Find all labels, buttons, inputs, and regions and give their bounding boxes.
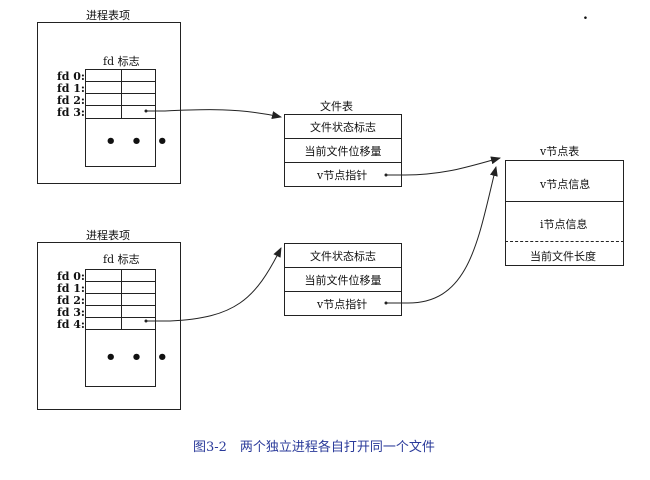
vnode-info: v节点信息 [540,178,591,191]
file-entry2-status-flags: 文件状态标志 [284,243,402,268]
process1-table: fd 标志 fd 0: fd 1: fd 2: fd 3: • • • [37,22,181,184]
process2-grid-line [85,305,156,306]
arrow-file1-to-vnode [386,156,501,176]
process1-fd1-label: fd 1: [57,82,85,95]
process2-title: 进程表项 [86,229,130,242]
inode-info: i节点信息 [540,218,588,231]
arrow-p2-fd4-to-file2 [146,247,282,322]
process2-fd-flags-label: fd 标志 [103,253,140,266]
process1-fd0-label: fd 0: [57,70,85,83]
process2-fd-grid [85,269,156,387]
file-entry1-status-flags: 文件状态标志 [284,114,402,139]
process1-ellipsis: • • • [105,131,173,152]
arrow-file2-to-vnode [386,166,498,304]
vnode-divider [505,201,624,202]
process2-grid-divider [121,269,122,330]
file-entry2-vnode-ptr: v节点指针 [284,291,402,316]
process2-grid-line [85,329,156,330]
process2-grid-line [85,293,156,294]
file-entry1-vnode-ptr: v节点指针 [284,162,402,187]
figure-caption: 图3-2 两个独立进程各自打开同一个文件 [193,440,435,455]
process2-fd4-label: fd 4: [57,318,85,331]
process1-grid-line [85,93,156,94]
stray-mark: . [583,7,588,23]
arrow-p1-fd3-to-file1 [146,109,282,119]
process2-grid-line [85,317,156,318]
vnode-table-title: v节点表 [540,145,580,158]
process1-title: 进程表项 [86,9,130,22]
process2-fd2-label: fd 2: [57,294,85,307]
process2-table: fd 标志 fd 0: fd 1: fd 2: fd 3: fd 4: • • … [37,242,181,410]
process1-grid-line [85,118,156,119]
file-entry1-offset: 当前文件位移量 [284,138,402,163]
vnode-table [505,160,624,266]
process2-grid-line [85,281,156,282]
process2-fd1-label: fd 1: [57,282,85,295]
process2-fd0-label: fd 0: [57,270,85,283]
file-length: 当前文件长度 [530,250,596,263]
file-entry2-offset: 当前文件位移量 [284,267,402,292]
process1-fd-flags-label: fd 标志 [103,55,140,68]
process1-grid-line [85,81,156,82]
process2-ellipsis: • • • [105,347,173,368]
vnode-dashed-divider [505,241,624,242]
process1-fd3-label: fd 3: [57,106,85,119]
process2-fd3-label: fd 3: [57,306,85,319]
file-table-title: 文件表 [320,100,353,113]
process1-fd2-label: fd 2: [57,94,85,107]
process1-grid-line [85,105,156,106]
